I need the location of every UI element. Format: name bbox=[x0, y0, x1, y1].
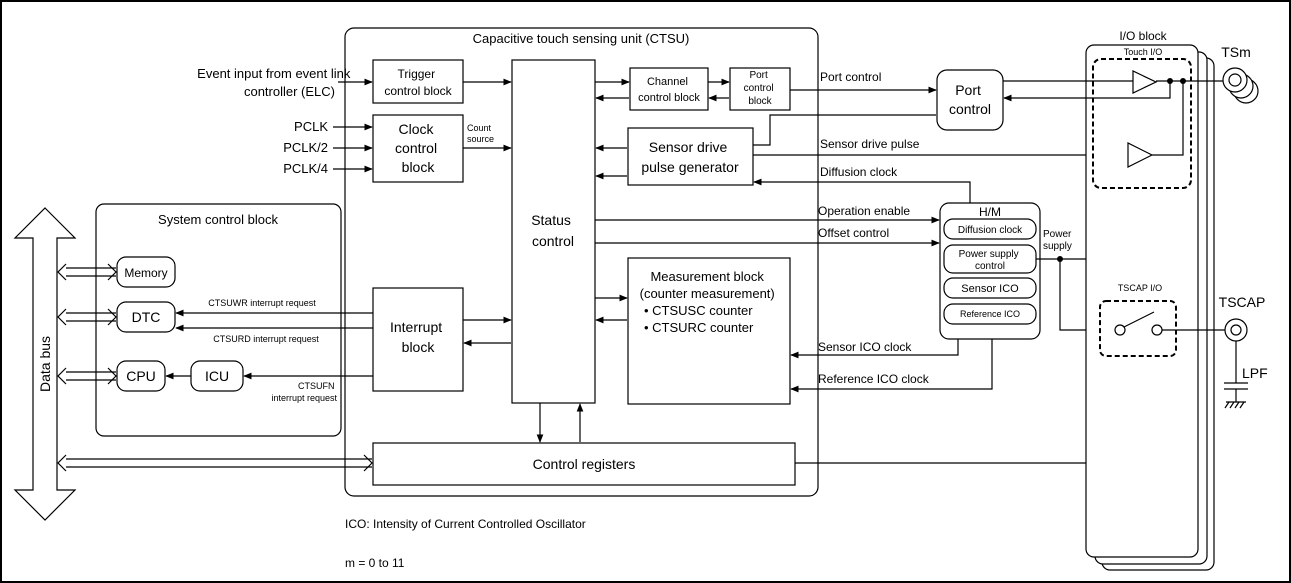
control-registers-block bbox=[372, 442, 796, 486]
bus-connector-dtc bbox=[57, 308, 117, 326]
data-bus-arrow bbox=[13, 207, 77, 521]
m-range-note: m = 0 to 11 bbox=[345, 556, 405, 570]
system-control-title: System control block bbox=[158, 212, 278, 227]
hm-sensor-ico-label: Sensor ICO bbox=[961, 283, 1019, 295]
tscap-io-title: TSCAP I/O bbox=[1118, 283, 1162, 293]
status-control-block bbox=[511, 59, 596, 404]
sensor-drive-label: Sensor drive pulse generator bbox=[641, 139, 739, 175]
memory-block bbox=[116, 256, 176, 288]
channel-label: Channel control block bbox=[638, 76, 700, 104]
diffusion-clock-signal-label: Diffusion clock bbox=[820, 165, 898, 179]
port-control-unit-label: Port control bbox=[949, 82, 991, 117]
clock-label: Clock control block bbox=[395, 121, 441, 175]
io-block-title: I/O block bbox=[1119, 29, 1167, 43]
pclk4-label: PCLK/4 bbox=[283, 161, 328, 176]
touch-io-title: Touch I/O bbox=[1124, 47, 1163, 57]
tscap-io-box bbox=[1099, 300, 1177, 357]
output-buffer-icon bbox=[1132, 70, 1158, 94]
status-label: Status control bbox=[531, 212, 575, 249]
measurement-label: Measurement block (counter measurement) … bbox=[640, 269, 779, 335]
sensor-ico-clock-label: Sensor ICO clock bbox=[818, 340, 912, 354]
ico-note: ICO: Intensity of Current Controlled Osc… bbox=[345, 517, 586, 531]
sensor-drive-pulse-label: Sensor drive pulse bbox=[820, 137, 920, 151]
hm-reference-ico-label: Reference ICO bbox=[960, 309, 1020, 319]
clock-control-block bbox=[372, 114, 464, 183]
memory-label: Memory bbox=[124, 266, 167, 280]
operation-enable-label: Operation enable bbox=[818, 204, 910, 218]
data-bus-label: Data bus bbox=[37, 336, 53, 392]
dtc-label: DTC bbox=[132, 309, 161, 325]
port-control-signal-label: Port control bbox=[820, 70, 881, 84]
hm-diffusion-label: Diffusion clock bbox=[958, 225, 1023, 236]
lpf-label: LPF bbox=[1242, 365, 1268, 381]
touch-io-box bbox=[1092, 58, 1192, 189]
hm-power-label: Power supply control bbox=[959, 249, 1022, 272]
ctsufn-label: CTSUFN interrupt request bbox=[271, 381, 337, 403]
hm-reference-ico bbox=[943, 303, 1037, 325]
port-control-block-label: Port control block bbox=[744, 70, 777, 107]
tscap-switch-icon bbox=[1123, 311, 1155, 328]
tscap-label: TSCAP bbox=[1219, 294, 1266, 310]
bus-connector-control-registers bbox=[57, 454, 373, 472]
port-control-unit bbox=[936, 69, 1004, 131]
drive-buffer-icon bbox=[1127, 142, 1154, 168]
bus-connector-cpu bbox=[57, 367, 117, 385]
channel-control-block bbox=[629, 67, 709, 111]
hm-title: H/M bbox=[979, 205, 1001, 219]
cpu-block bbox=[116, 360, 166, 392]
tsm-label: TSm bbox=[1221, 44, 1251, 60]
ctsu-title: Capacitive touch sensing unit (CTSU) bbox=[473, 31, 690, 46]
trigger-label: Trigger control block bbox=[384, 67, 452, 98]
cpu-label: CPU bbox=[126, 368, 156, 384]
interrupt-label: Interrupt block bbox=[390, 319, 446, 355]
hm-sensor-ico bbox=[943, 277, 1037, 299]
ctsurd-label: CTSURD interrupt request bbox=[213, 334, 319, 344]
dtc-block bbox=[116, 301, 176, 333]
pclk-label: PCLK bbox=[294, 119, 328, 134]
bus-connector-memory bbox=[57, 263, 117, 281]
reference-ico-clock-label: Reference ICO clock bbox=[818, 372, 930, 386]
count-source-label: Count source bbox=[467, 123, 494, 144]
elc-input-label: Event input from event link controller (… bbox=[197, 66, 354, 99]
interrupt-block bbox=[372, 287, 464, 392]
measurement-block bbox=[627, 257, 791, 405]
icu-label: ICU bbox=[205, 368, 229, 384]
hm-diffusion-clock bbox=[943, 218, 1037, 240]
control-registers-label: Control registers bbox=[533, 456, 636, 472]
ctsuwr-label: CTSUWR interrupt request bbox=[208, 298, 316, 308]
port-control-block bbox=[729, 67, 791, 111]
power-supply-label: Power supply bbox=[1043, 229, 1074, 252]
trigger-control-block bbox=[372, 59, 464, 104]
pclk2-label: PCLK/2 bbox=[283, 140, 328, 155]
offset-control-label: Offset control bbox=[818, 226, 889, 240]
sensor-drive-pulse-generator bbox=[627, 127, 754, 186]
